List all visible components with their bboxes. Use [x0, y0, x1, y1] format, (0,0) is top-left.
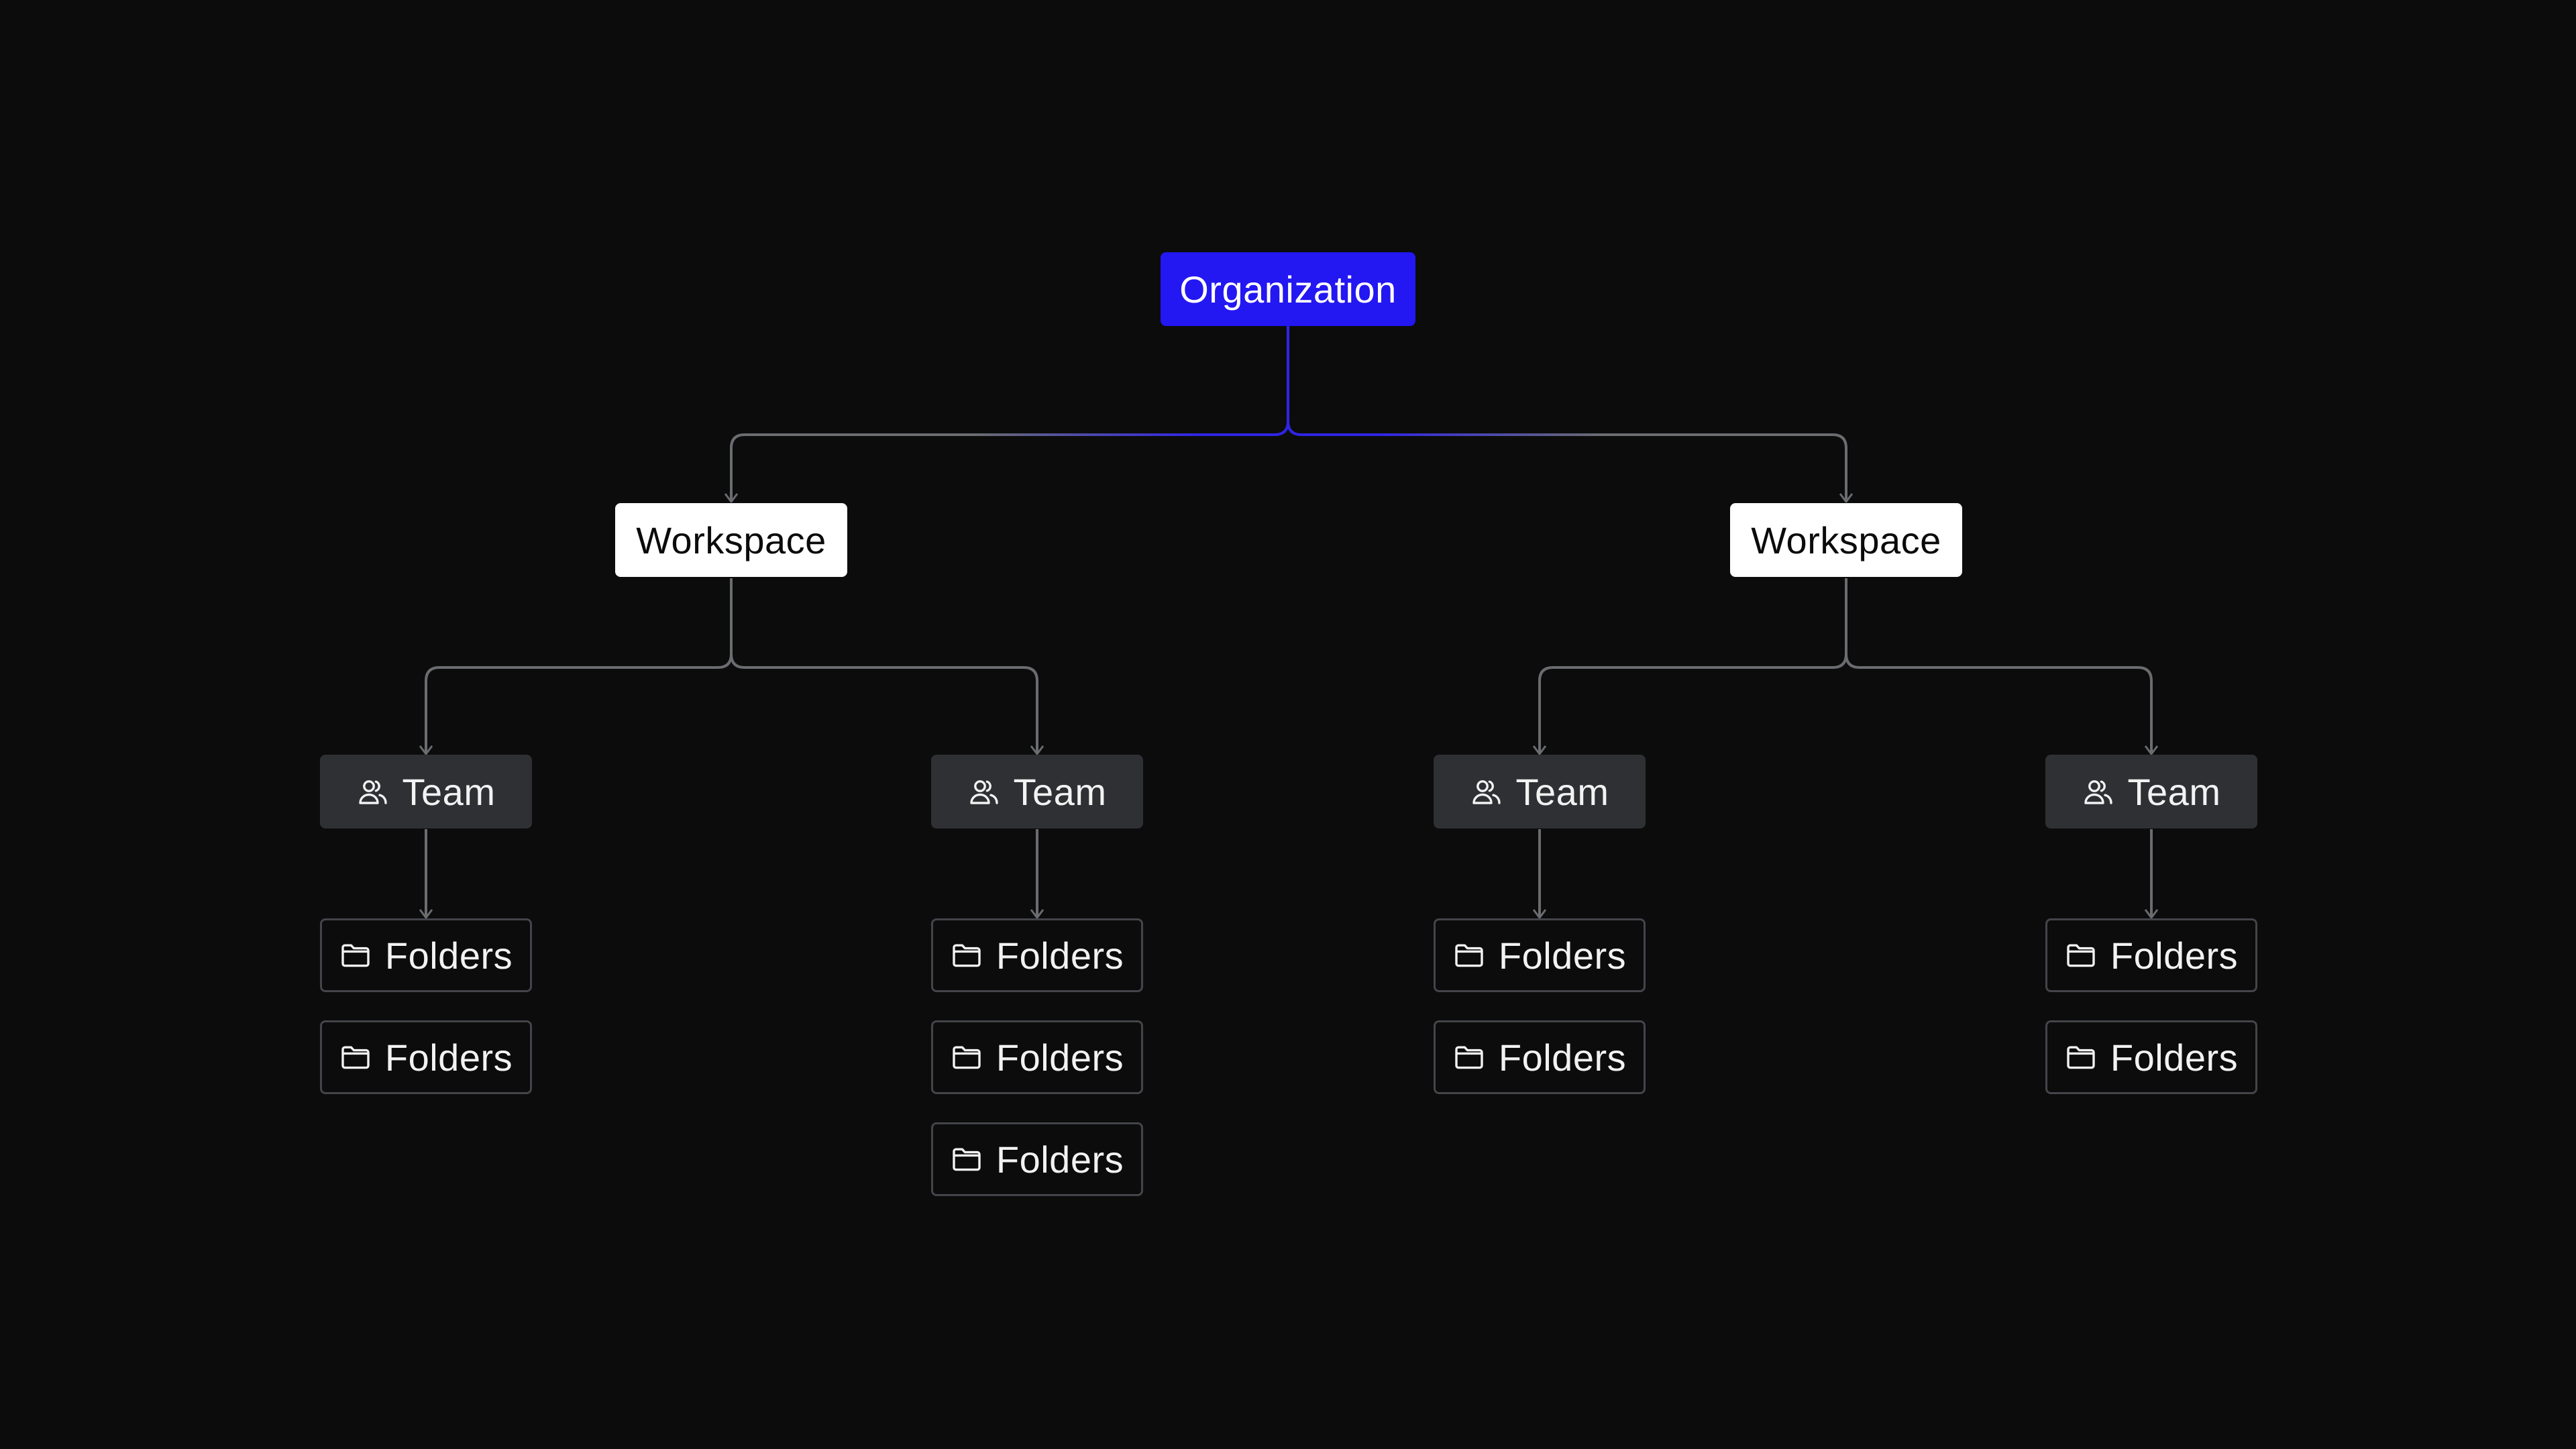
folder-item[interactable]: Folders — [320, 918, 532, 992]
folder-icon — [2065, 939, 2097, 971]
workspace-label: Workspace — [1751, 519, 1941, 561]
org-to-workspace-right-line — [1287, 421, 1846, 502]
org-to-workspace-left-line — [731, 421, 1289, 502]
folder-icon — [951, 939, 983, 971]
team-node-3[interactable]: Team — [1434, 755, 1646, 828]
organization-node[interactable]: Organization — [1161, 252, 1415, 326]
team-node-4[interactable]: Team — [2045, 755, 2257, 828]
folder-icon — [339, 1041, 372, 1073]
folder-item[interactable]: Folders — [1434, 918, 1646, 992]
organization-label: Organization — [1179, 268, 1397, 311]
folder-icon — [339, 939, 372, 971]
folder-icon — [951, 1041, 983, 1073]
team-label: Team — [2127, 770, 2221, 813]
folder-label: Folders — [384, 1036, 513, 1079]
folder-label: Folders — [1498, 934, 1627, 977]
users-icon — [968, 775, 1000, 808]
users-icon — [357, 775, 389, 808]
folder-label: Folders — [2110, 934, 2239, 977]
folder-icon — [2065, 1041, 2097, 1073]
workspace-node-right[interactable]: Workspace — [1730, 503, 1962, 577]
folder-label: Folders — [384, 934, 513, 977]
folder-icon — [1453, 939, 1485, 971]
folder-label: Folders — [996, 1036, 1124, 1079]
folder-icon — [951, 1143, 983, 1175]
folder-label: Folders — [996, 1138, 1124, 1181]
folder-item[interactable]: Folders — [931, 1020, 1143, 1094]
workspace-left-to-team-2-line — [730, 653, 1037, 754]
workspace-right-to-team-4-line — [1845, 653, 2151, 754]
team-node-2[interactable]: Team — [931, 755, 1143, 828]
team-label: Team — [1515, 770, 1609, 813]
workspace-right-to-team-3-line — [1540, 653, 1847, 754]
folder-item[interactable]: Folders — [1434, 1020, 1646, 1094]
users-icon — [2082, 775, 2114, 808]
folder-label: Folders — [1498, 1036, 1627, 1079]
folder-item[interactable]: Folders — [2045, 1020, 2257, 1094]
workspace-node-left[interactable]: Workspace — [615, 503, 847, 577]
folder-icon — [1453, 1041, 1485, 1073]
folder-label: Folders — [996, 934, 1124, 977]
workspace-left-to-team-1-line — [426, 653, 733, 754]
folder-item[interactable]: Folders — [931, 918, 1143, 992]
workspace-label: Workspace — [636, 519, 826, 561]
users-icon — [1470, 775, 1503, 808]
folder-item[interactable]: Folders — [320, 1020, 532, 1094]
team-node-1[interactable]: Team — [320, 755, 532, 828]
folder-item[interactable]: Folders — [2045, 918, 2257, 992]
team-label: Team — [402, 770, 496, 813]
folder-item[interactable]: Folders — [931, 1122, 1143, 1196]
team-label: Team — [1013, 770, 1107, 813]
folder-label: Folders — [2110, 1036, 2239, 1079]
